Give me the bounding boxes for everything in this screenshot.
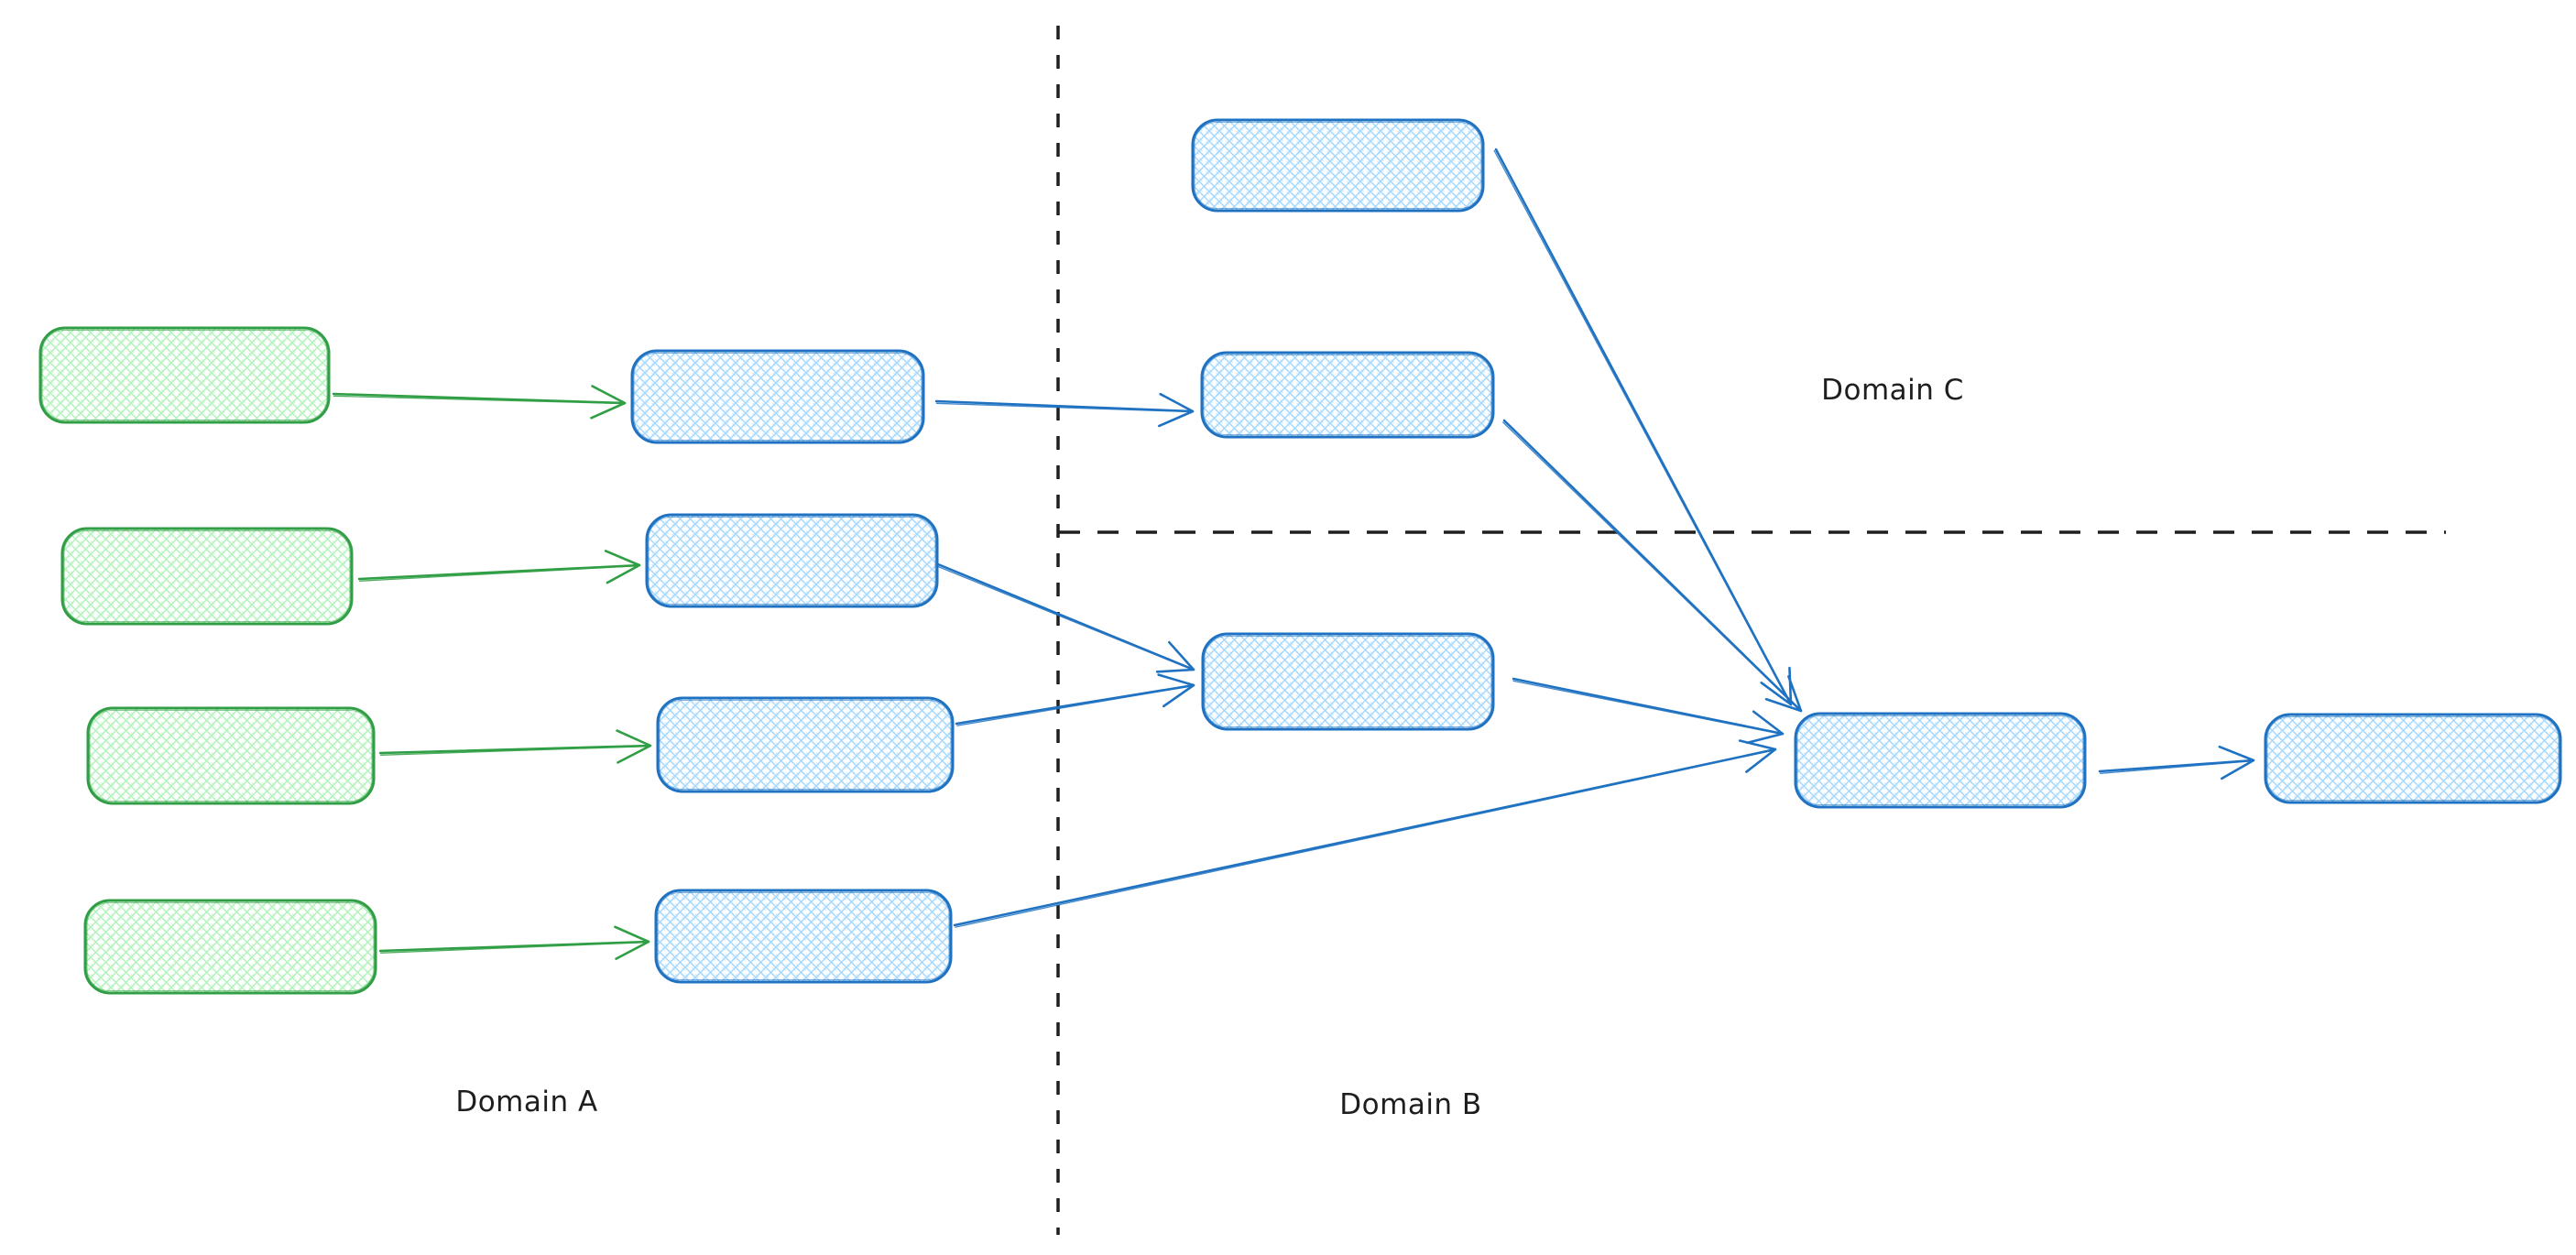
- domain-a-label: Domain A: [455, 1086, 598, 1119]
- arrow-bmid-to-junction: [1512, 677, 1785, 745]
- domain-a-source-4[interactable]: [83, 899, 377, 995]
- arrow-cmid-to-junction: [1501, 419, 1803, 713]
- domain-a-stage-2[interactable]: [645, 513, 939, 608]
- domain-b-output[interactable]: [2264, 713, 2562, 804]
- arrow-a3-to-stage3: [378, 729, 652, 764]
- arrow-stage1-to-cmid: [934, 392, 1195, 428]
- domain-b-junction[interactable]: [1794, 712, 2087, 809]
- arrow-a2-to-stage2: [357, 550, 641, 584]
- arrow-stage2-to-bmid: [936, 562, 1195, 673]
- arrow-junction-to-output: [2098, 745, 2255, 780]
- domain-a-source-3[interactable]: [86, 706, 376, 805]
- domain-c-box-mid[interactable]: [1200, 351, 1495, 439]
- arrow-a1-to-stage1: [332, 385, 627, 420]
- domain-c-box-top[interactable]: [1191, 118, 1485, 213]
- arrow-stage3-to-bmid: [955, 673, 1195, 726]
- domain-a-stage-4[interactable]: [654, 889, 953, 984]
- domain-b-box-mid[interactable]: [1201, 632, 1495, 731]
- domain-a-source-2[interactable]: [60, 527, 354, 626]
- domain-a-stage-3[interactable]: [656, 696, 955, 793]
- domain-a-source-1[interactable]: [38, 326, 331, 424]
- arrow-a4-to-stage4: [378, 925, 650, 960]
- domain-b-label: Domain B: [1339, 1088, 1482, 1121]
- domain-a-stage-1[interactable]: [630, 349, 925, 444]
- domain-c-label: Domain C: [1821, 374, 1964, 407]
- arrow-ctop-to-junction: [1493, 147, 1793, 706]
- arrow-stage4-to-junction: [953, 739, 1777, 928]
